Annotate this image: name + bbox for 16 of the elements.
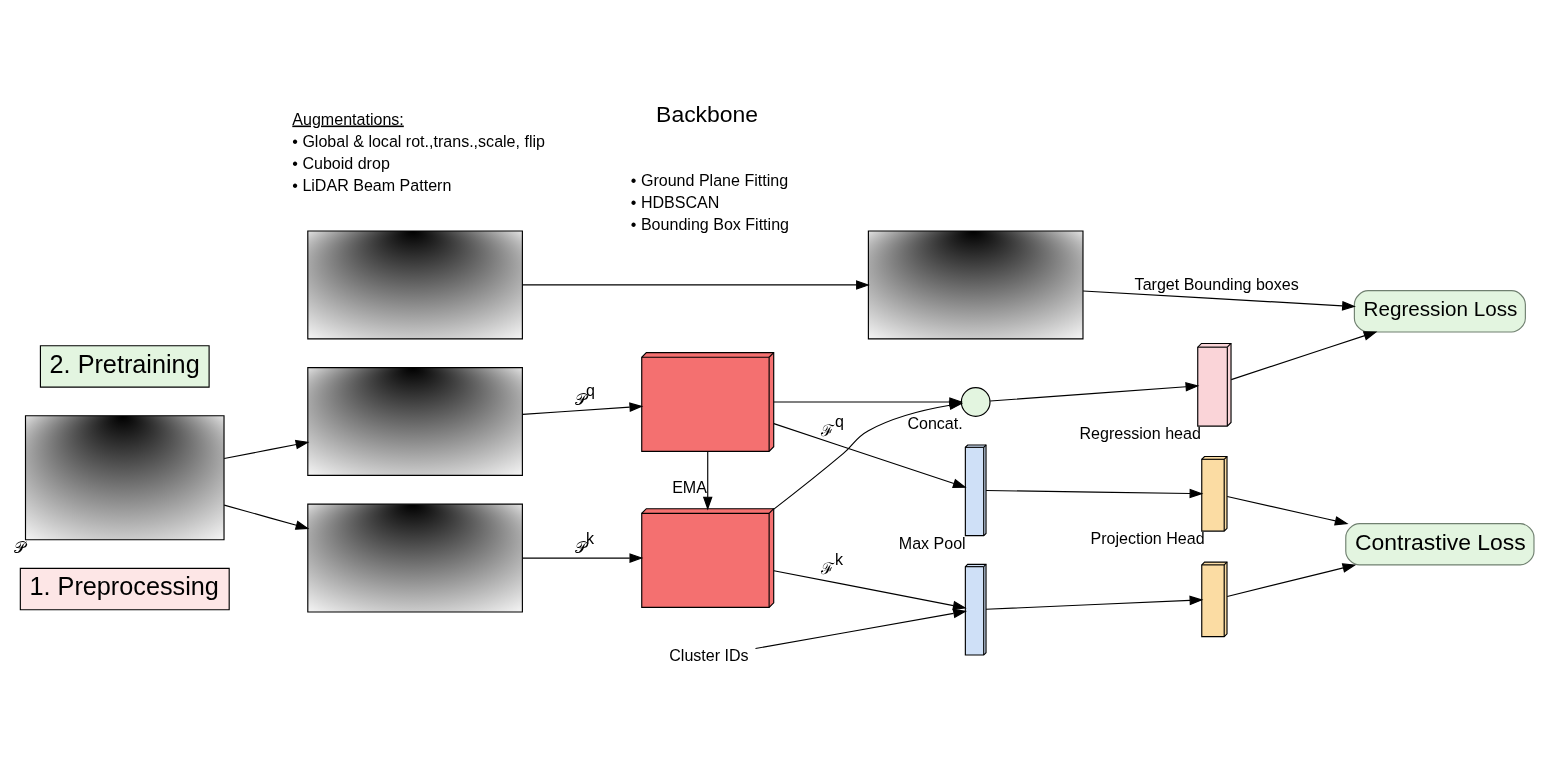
node-label: 𝒫 bbox=[13, 537, 26, 556]
edge-label: Target Bounding boxes bbox=[1134, 274, 1299, 293]
label: • HDBSCAN bbox=[630, 193, 719, 212]
label: • LiDAR Beam Pattern bbox=[291, 176, 451, 195]
label: • Ground Plane Fitting bbox=[630, 171, 788, 190]
label: • Cuboid drop bbox=[291, 154, 390, 173]
label: • Global & local rot.,trans.,scale, flip bbox=[291, 132, 545, 151]
label: • Bounding Box Fitting bbox=[630, 215, 789, 234]
node-label: Concat. bbox=[906, 414, 963, 433]
node-text: Cluster IDs bbox=[668, 646, 749, 664]
label: Augmentations: bbox=[291, 109, 404, 128]
edge-label: EMA bbox=[671, 478, 707, 497]
label: Backbone bbox=[655, 100, 758, 127]
node-label: Max Pool bbox=[898, 533, 966, 552]
node-label: Projection Head bbox=[1089, 528, 1205, 547]
node-label: Regression head bbox=[1079, 423, 1201, 442]
